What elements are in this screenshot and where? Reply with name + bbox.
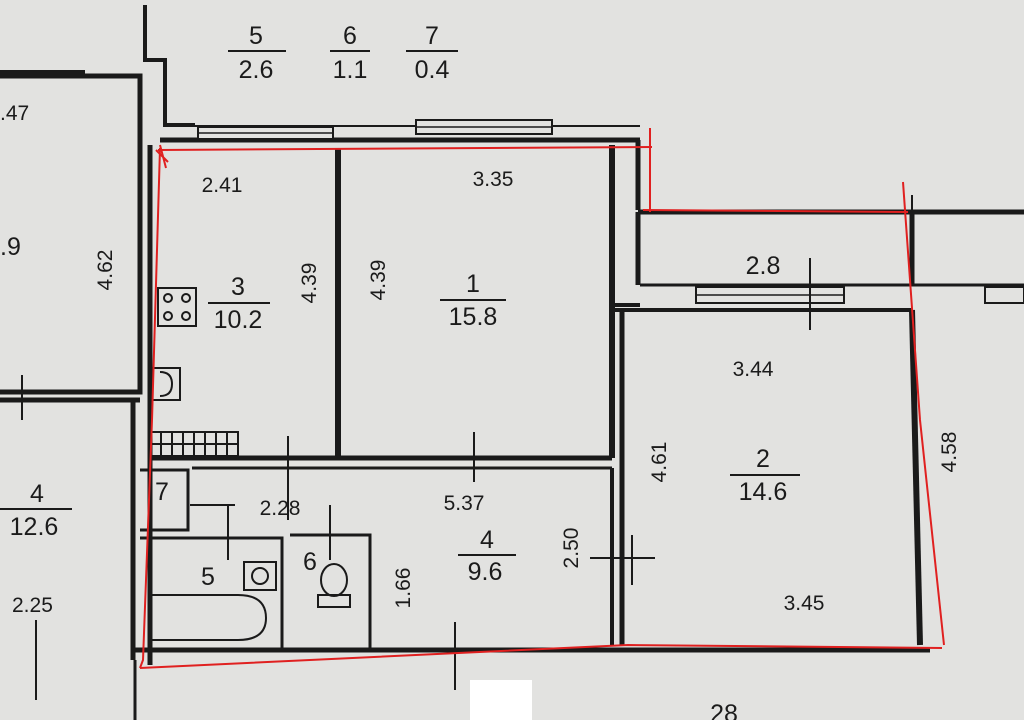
neighbor-left-labels: .47 .9 4.62 4 12.6 2.25 xyxy=(0,102,117,617)
neighbor-wall-outline xyxy=(0,73,143,395)
legend-num: 5 xyxy=(249,22,263,50)
room2-width: 3.44 xyxy=(733,358,774,381)
hall-area: 9.6 xyxy=(468,558,503,586)
room2-depth: 4.61 xyxy=(648,442,671,483)
closet-num: 7 xyxy=(155,478,169,506)
walls xyxy=(0,5,1024,720)
legend-item-6: 6 1.1 xyxy=(330,22,370,84)
kitchen-width: 2.41 xyxy=(202,174,243,197)
legend-num: 6 xyxy=(343,22,357,50)
neighbor-room-area: 12.6 xyxy=(10,513,59,541)
legend: 5 2.6 6 1.1 7 0.4 xyxy=(228,22,458,84)
legend-area: 1.1 xyxy=(333,56,368,84)
room2-area: 14.6 xyxy=(739,478,788,506)
window-neighbor-right xyxy=(984,286,1024,304)
shaft-wall xyxy=(143,5,195,127)
toilet-icon xyxy=(317,563,351,608)
neighbor-room-num: 4 xyxy=(30,480,44,508)
legend-item-5: 5 2.6 xyxy=(228,22,286,84)
kitchen-depth: 4.39 xyxy=(298,263,321,304)
wc-wall xyxy=(290,533,372,650)
neighbor-depth: 4.62 xyxy=(94,250,117,291)
redaction-patch xyxy=(470,680,532,720)
bottom-partial-dim: 28 xyxy=(710,700,738,720)
room1-width: 3.35 xyxy=(473,168,514,191)
apartment-outline xyxy=(139,128,945,669)
room2-num: 2 xyxy=(756,445,770,473)
room-hall: 2.28 5.37 4 9.6 2.50 1.66 xyxy=(260,492,583,608)
room-kitchen: 2.41 3 10.2 4.39 4.39 xyxy=(202,174,390,334)
kitchen-num: 3 xyxy=(231,273,245,301)
room2-wall-right xyxy=(909,309,923,646)
neighbor-bottom-dim: 2.25 xyxy=(12,594,53,617)
corridor-length: 2.28 xyxy=(260,497,301,520)
closet-wall xyxy=(140,468,190,532)
hall-width-left: 1.66 xyxy=(392,568,415,609)
bath-num: 5 xyxy=(201,563,215,591)
room2-width-bottom: 3.45 xyxy=(784,592,825,615)
bath-wall xyxy=(140,536,284,650)
room2-depth-right: 4.58 xyxy=(938,432,961,473)
balcony-length: 2.8 xyxy=(746,252,781,280)
neighbor-wall-top xyxy=(0,70,85,76)
room1-depth: 4.39 xyxy=(367,260,390,301)
hall-width: 2.50 xyxy=(560,528,583,569)
kitchen-area: 10.2 xyxy=(214,306,263,334)
sink-icon xyxy=(149,367,181,401)
room1-area: 15.8 xyxy=(449,303,498,331)
vent-grid-icon xyxy=(149,431,239,457)
room-1: 3.35 1 15.8 xyxy=(440,168,513,331)
stove-icon xyxy=(157,287,197,327)
wc-num: 6 xyxy=(303,548,317,576)
room1-num: 1 xyxy=(466,270,480,298)
room-2: 3.44 2 14.6 4.61 4.58 3.45 xyxy=(648,358,961,615)
washbasin-icon xyxy=(243,561,277,591)
neighbor-area-partial: .9 xyxy=(0,233,21,261)
hall-length: 5.37 xyxy=(444,492,485,515)
hall-num: 4 xyxy=(480,526,494,554)
legend-item-7: 7 0.4 xyxy=(406,22,458,84)
legend-area: 2.6 xyxy=(239,56,274,84)
legend-num: 7 xyxy=(425,22,439,50)
bathtub-icon xyxy=(148,594,268,641)
legend-area: 0.4 xyxy=(415,56,450,84)
neighbor-top-dim: .47 xyxy=(0,102,29,125)
